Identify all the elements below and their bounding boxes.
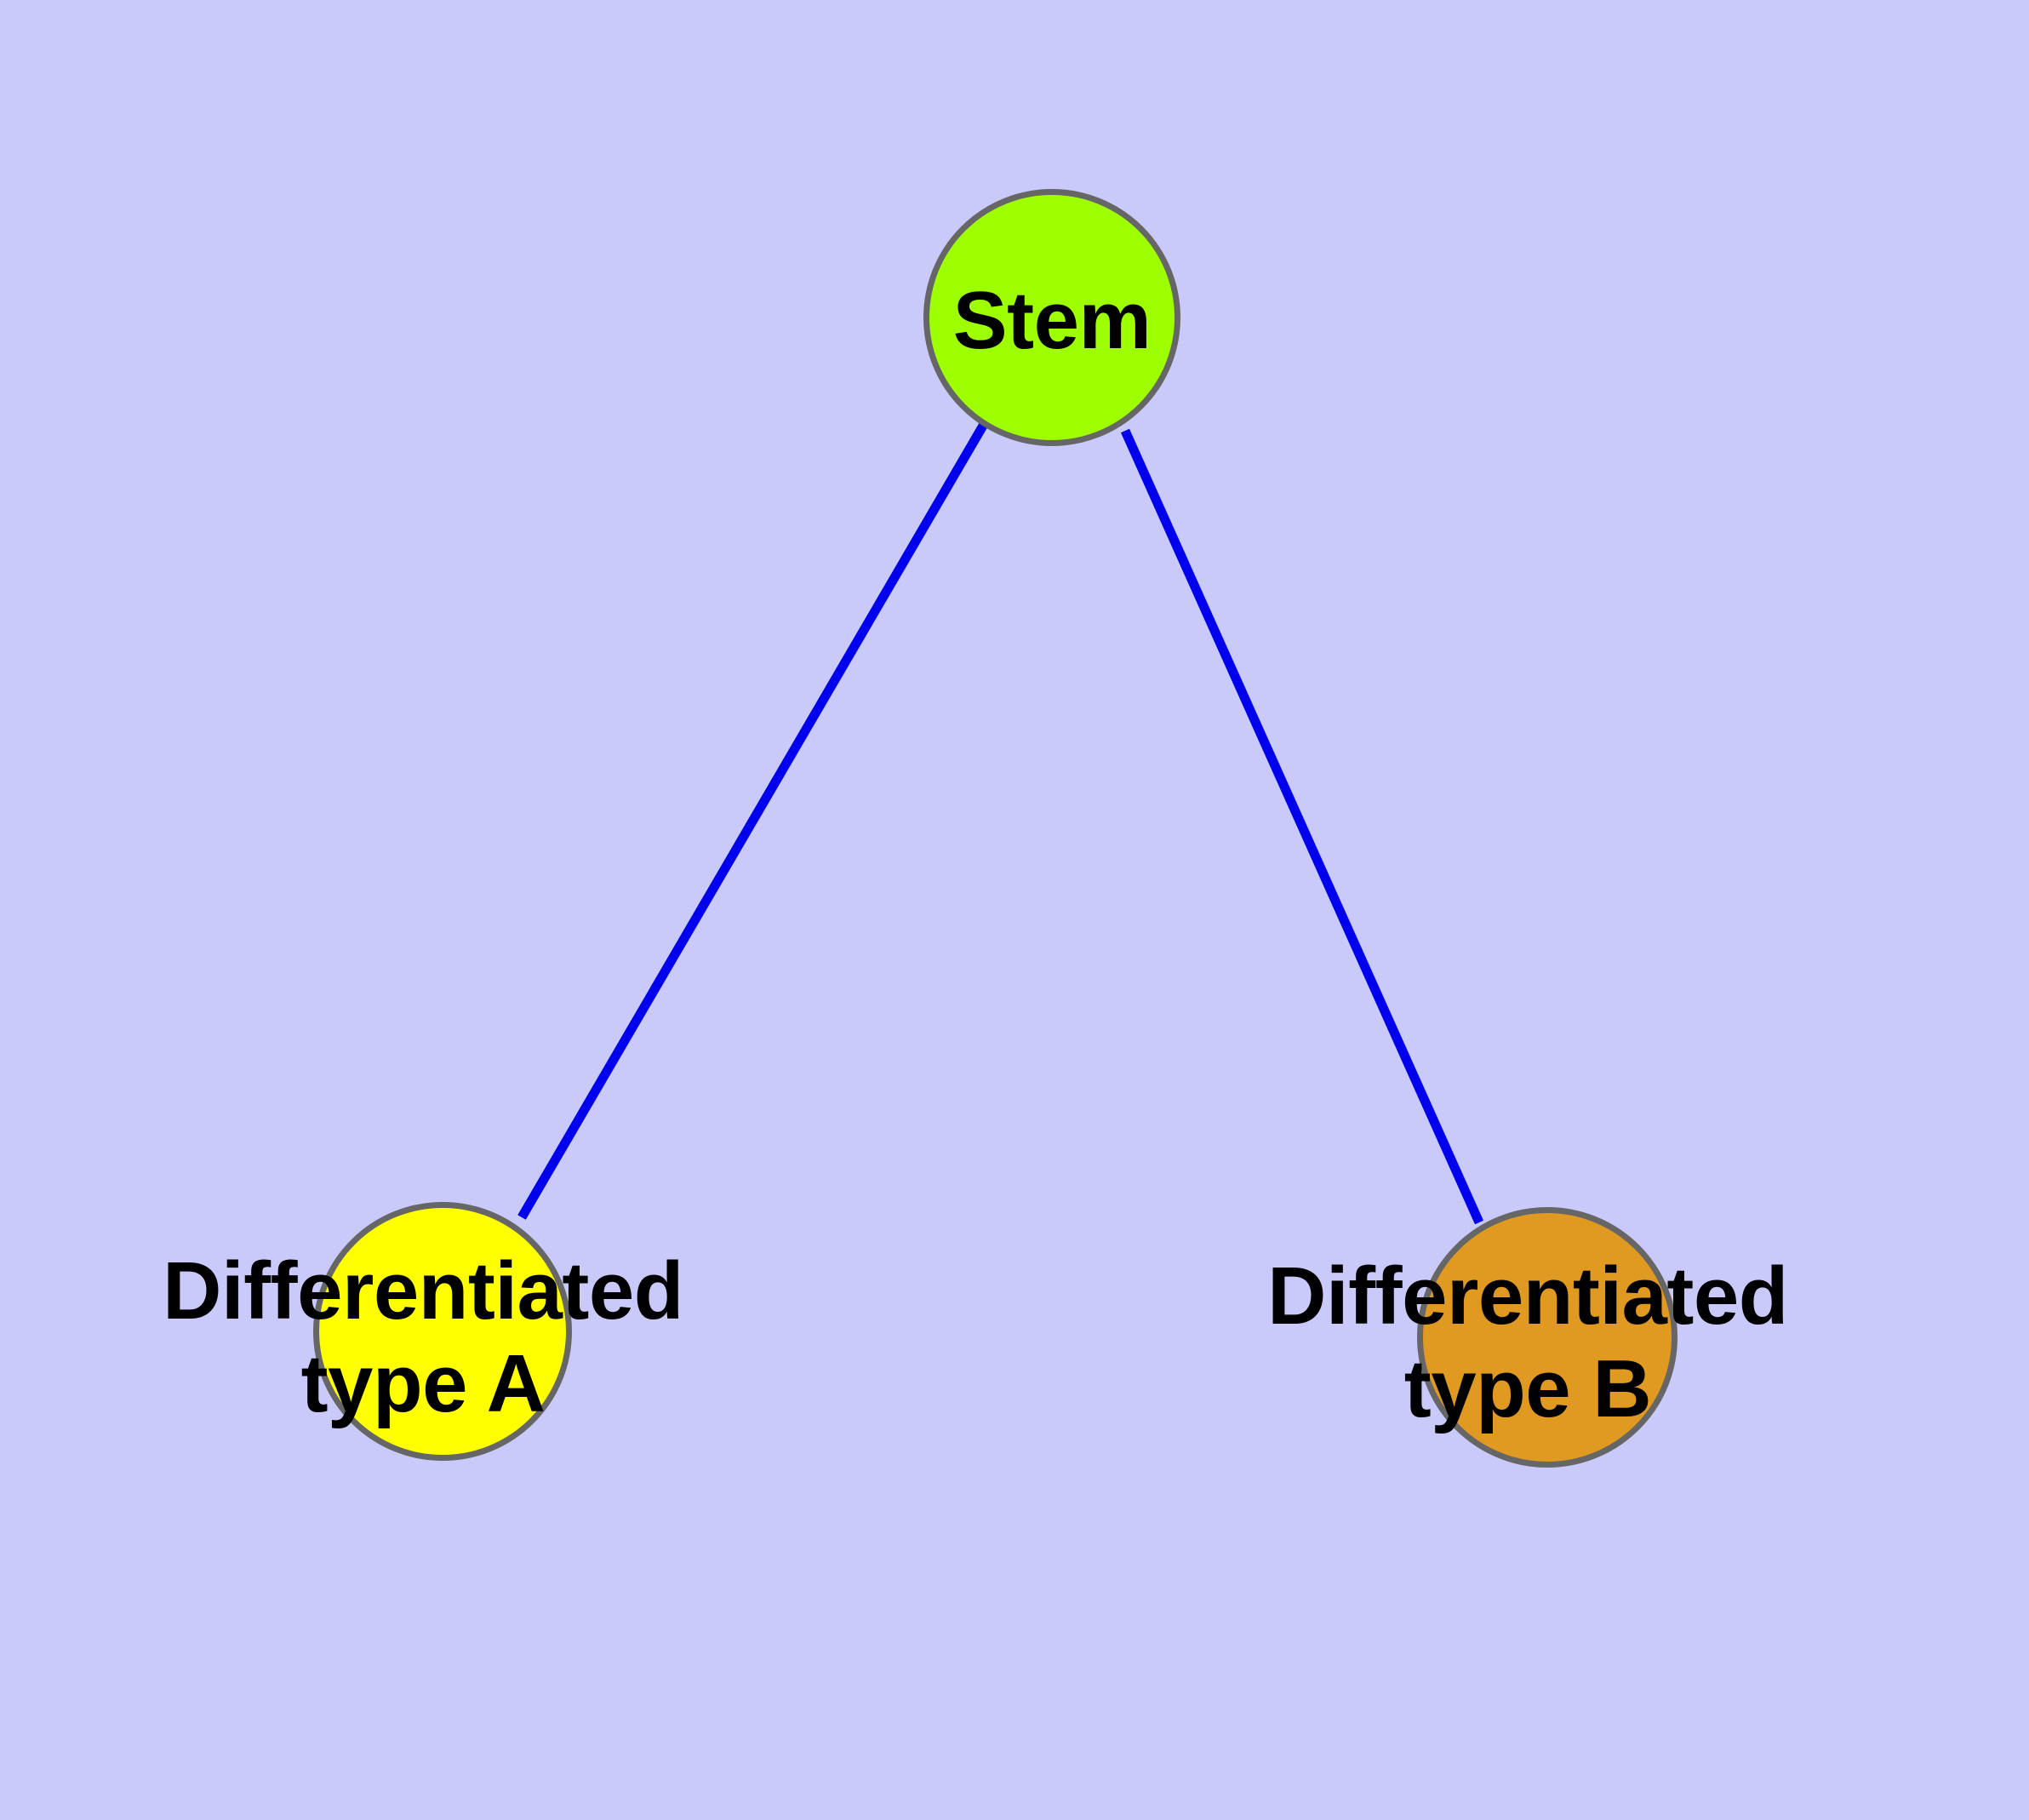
edge-stem-to-differentiated-type-b[interactable]: [1120, 428, 1484, 1225]
node-label-differentiated-type-a-line-2: type A: [300, 1338, 546, 1430]
node-stem[interactable]: [923, 189, 1180, 446]
node-label-stem: Stem: [953, 274, 1152, 367]
node-differentiated-type-b[interactable]: [1417, 1207, 1677, 1468]
node-differentiated-type-a[interactable]: [313, 1202, 572, 1461]
node-label-differentiated-type-a: Differentiated type A: [163, 1245, 683, 1431]
node-group: [313, 189, 1677, 1468]
edge-group: [517, 423, 1484, 1225]
node-label-differentiated-type-b-line-2: type B: [1403, 1343, 1652, 1435]
node-label-stem-line-1: Stem: [952, 275, 1152, 366]
node-label-differentiated-type-b: Differentiated type B: [1267, 1250, 1788, 1436]
node-label-differentiated-type-b-line-1: Differentiated: [1267, 1251, 1788, 1342]
node-label-differentiated-type-a-line-1: Differentiated: [163, 1245, 683, 1336]
edge-stem-to-differentiated-type-a[interactable]: [517, 423, 987, 1220]
